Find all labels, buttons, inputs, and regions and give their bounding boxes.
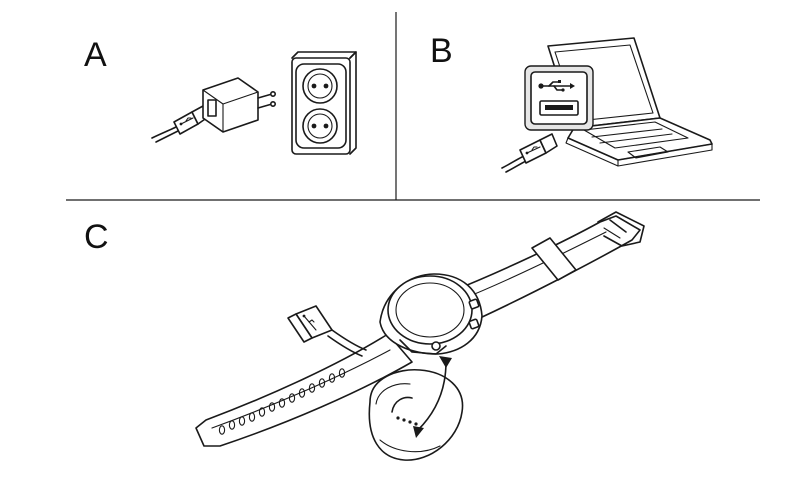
usb-symbol-icon <box>302 314 317 331</box>
watch-strap-upper <box>449 211 645 319</box>
panel-b-label: B <box>430 32 453 70</box>
usb-symbol-icon <box>538 80 575 92</box>
panel-c-label: C <box>84 218 109 256</box>
watch-strap-lower <box>195 333 413 447</box>
laptop <box>547 37 713 167</box>
usb-symbol-icon <box>525 146 541 155</box>
usb-cable-a <box>151 105 209 143</box>
usb-cable-b <box>501 133 558 173</box>
panel-c-illustration <box>195 211 645 461</box>
charging-pins <box>396 416 418 426</box>
placement-arrow <box>413 356 452 438</box>
usb-symbol-icon <box>179 117 194 126</box>
wall-socket <box>291 51 357 155</box>
usb-port-callout <box>524 65 594 131</box>
charging-cradle <box>368 368 464 461</box>
wall-adapter <box>202 77 276 133</box>
panel-b-illustration <box>501 37 713 173</box>
panel-a-label: A <box>84 36 107 74</box>
panel-a-illustration <box>151 51 357 155</box>
charging-cable <box>287 305 367 357</box>
smartwatch <box>379 273 483 355</box>
